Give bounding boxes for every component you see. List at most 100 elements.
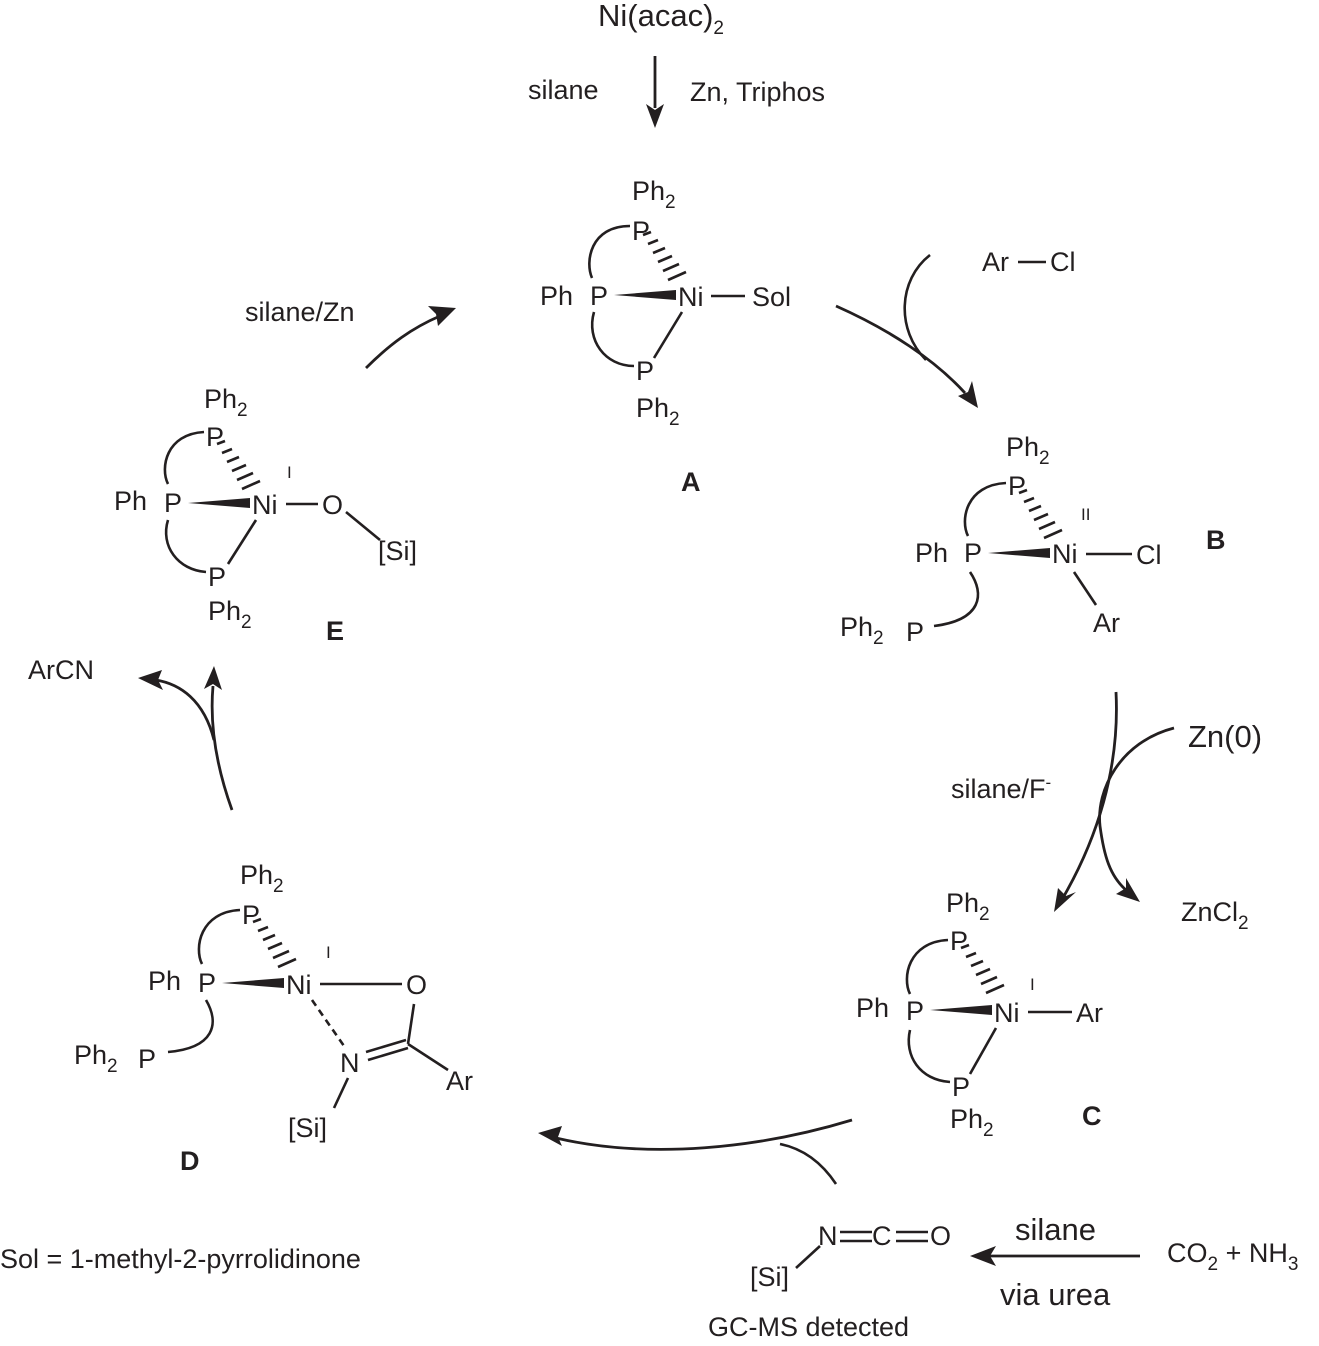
ni-acac-label: Ni(acac)2 bbox=[598, 0, 724, 39]
C-lower-backbone bbox=[907, 1029, 951, 1084]
E-central-phenyl: Ph bbox=[114, 486, 147, 516]
A-label: A bbox=[681, 467, 701, 497]
co2-nh3-feedstock: CO2 + NH3 bbox=[1167, 1238, 1298, 1275]
A-upper-backbone bbox=[588, 224, 631, 279]
zinc-chloride-byproduct: ZnCl2 bbox=[1181, 897, 1249, 934]
zn-reduction-curve bbox=[1098, 726, 1175, 892]
complex-B: Ph2 P II Ph P Ni Cl Ar Ph2 P B bbox=[840, 432, 1226, 649]
E-hashed-bond bbox=[216, 439, 261, 491]
D-oxygen: O bbox=[406, 970, 427, 1000]
B-pendant-phosphorus: P bbox=[906, 617, 924, 647]
B-hashed-bond bbox=[1018, 488, 1063, 540]
arrow-C-to-D-head bbox=[538, 1126, 562, 1146]
D-upper-backbone bbox=[197, 908, 241, 965]
E-lower-backbone bbox=[164, 519, 207, 574]
arrow-B-to-C-head bbox=[1054, 888, 1076, 912]
arrow-D-to-E-head bbox=[204, 666, 222, 690]
A-sol-ligand: Sol bbox=[752, 282, 791, 312]
B-chloride: Cl bbox=[1136, 540, 1162, 570]
activation-left-reagent: silane bbox=[528, 75, 599, 105]
zncl2-arrowhead bbox=[1116, 878, 1140, 902]
D-n-c-double-upper bbox=[365, 1038, 407, 1054]
D-c-o-bond bbox=[406, 1003, 416, 1045]
D-pendant-phenyl: Ph2 bbox=[74, 1040, 118, 1077]
arrow-E-to-A bbox=[365, 314, 441, 369]
precatalyst: Ni(acac)2 silane Zn, Triphos bbox=[528, 0, 825, 128]
A-central-phenyl: Ph bbox=[540, 281, 573, 311]
arrow-B-to-C bbox=[1062, 691, 1118, 897]
B-pendant-phenyl: Ph2 bbox=[840, 612, 884, 649]
D-nickel: Ni bbox=[286, 970, 312, 1000]
arcn-product: ArCN bbox=[28, 655, 94, 685]
D-label: D bbox=[180, 1146, 200, 1176]
A-nickel: Ni bbox=[678, 282, 704, 312]
co2-conversion-pathway: via urea bbox=[1000, 1277, 1111, 1312]
activation-right-reagent: Zn, Triphos bbox=[690, 77, 825, 107]
D-ni-n-dative-bond bbox=[310, 999, 346, 1047]
D-central-phosphorus: P bbox=[198, 968, 216, 998]
E-top-phenyl: Ph2 bbox=[204, 384, 248, 421]
isocyanate-nitrogen: N bbox=[818, 1221, 838, 1251]
complex-C: Ph2 P I Ph P Ni Ar P Ph2 C bbox=[856, 888, 1103, 1141]
B-central-phenyl: Ph bbox=[915, 538, 948, 568]
C-hashed-bond bbox=[960, 943, 1005, 995]
C-top-phosphorus: P bbox=[950, 926, 968, 956]
D-nitrogen: N bbox=[340, 1048, 360, 1078]
C-aryl: Ar bbox=[1076, 998, 1103, 1028]
D-c-ar-bond bbox=[407, 1042, 449, 1072]
E-bottom-phenyl: Ph2 bbox=[208, 596, 252, 633]
arrow-E-to-A-head bbox=[428, 306, 456, 326]
D-central-phenyl: Ph bbox=[148, 966, 181, 996]
E-silyl: [Si] bbox=[378, 536, 417, 566]
D-hashed-bond bbox=[252, 917, 297, 969]
D-n-c-double-lower bbox=[367, 1046, 409, 1062]
arcn-release-curve bbox=[155, 678, 216, 741]
A-lower-backbone bbox=[591, 311, 635, 368]
E-central-phosphorus: P bbox=[164, 488, 182, 518]
complex-D: Ph2 P I Ph P Ni O N Ar [Si] Ph2 P D bbox=[74, 860, 473, 1176]
B-oxidation-state: II bbox=[1081, 505, 1090, 524]
co2-conversion-arrowhead bbox=[970, 1246, 996, 1266]
zinc-metal-reductant: Zn(0) bbox=[1188, 719, 1262, 754]
arcl-aryl: Ar bbox=[982, 247, 1009, 277]
B-wedge-bond bbox=[988, 548, 1050, 558]
E-bottom-phosphorus: P bbox=[208, 562, 226, 592]
A-top-phenyl: Ph2 bbox=[632, 176, 676, 213]
C-oxidation-state: I bbox=[1030, 975, 1035, 994]
D-silyl: [Si] bbox=[288, 1113, 327, 1143]
D-top-phenyl: Ph2 bbox=[240, 860, 284, 897]
step-B-to-C: silane/F- Zn(0) ZnCl2 bbox=[951, 691, 1262, 934]
D-pendant-backbone bbox=[167, 999, 214, 1054]
C-bottom-phenyl: Ph2 bbox=[950, 1104, 994, 1141]
C-label: C bbox=[1082, 1101, 1102, 1131]
E-wedge-bond bbox=[188, 498, 250, 508]
A-bottom-phosphorus: P bbox=[636, 356, 654, 386]
C-central-phosphorus: P bbox=[906, 996, 924, 1026]
E-oxidation-state: I bbox=[287, 463, 292, 482]
isocyanate-oxygen: O bbox=[930, 1221, 951, 1251]
E-o-si-bond bbox=[345, 510, 381, 542]
D-aryl: Ar bbox=[446, 1066, 473, 1096]
B-top-phosphorus: P bbox=[1008, 471, 1026, 501]
E-nickel: Ni bbox=[252, 490, 278, 520]
activation-arrowhead bbox=[646, 104, 664, 128]
co2-conversion-reagent: silane bbox=[1015, 1212, 1096, 1247]
complex-E: Ph2 P I Ph P Ni O [Si] P Ph2 E bbox=[114, 384, 417, 646]
A-hashed-bond bbox=[642, 230, 687, 282]
arcn-release-arrowhead bbox=[138, 670, 163, 690]
arrow-A-to-B bbox=[835, 304, 967, 394]
B-central-phosphorus: P bbox=[964, 538, 982, 568]
D-n-si-bond bbox=[332, 1077, 350, 1109]
D-top-phosphorus: P bbox=[242, 900, 260, 930]
E-oxygen: O bbox=[322, 490, 343, 520]
isocyanate-incoming-curve bbox=[779, 1142, 838, 1185]
E-label: E bbox=[326, 616, 344, 646]
isocyanate-si-n-bond bbox=[795, 1245, 821, 1269]
arrow-A-to-B-head bbox=[958, 381, 978, 408]
C-top-phenyl: Ph2 bbox=[946, 888, 990, 925]
silane-zinc-reagent: silane/Zn bbox=[245, 297, 355, 327]
A-central-phosphorus: P bbox=[590, 281, 608, 311]
solvent-footnote: Sol = 1-methyl-2-pyrrolidinone bbox=[0, 1244, 361, 1274]
gcms-note: GC-MS detected bbox=[708, 1312, 909, 1342]
